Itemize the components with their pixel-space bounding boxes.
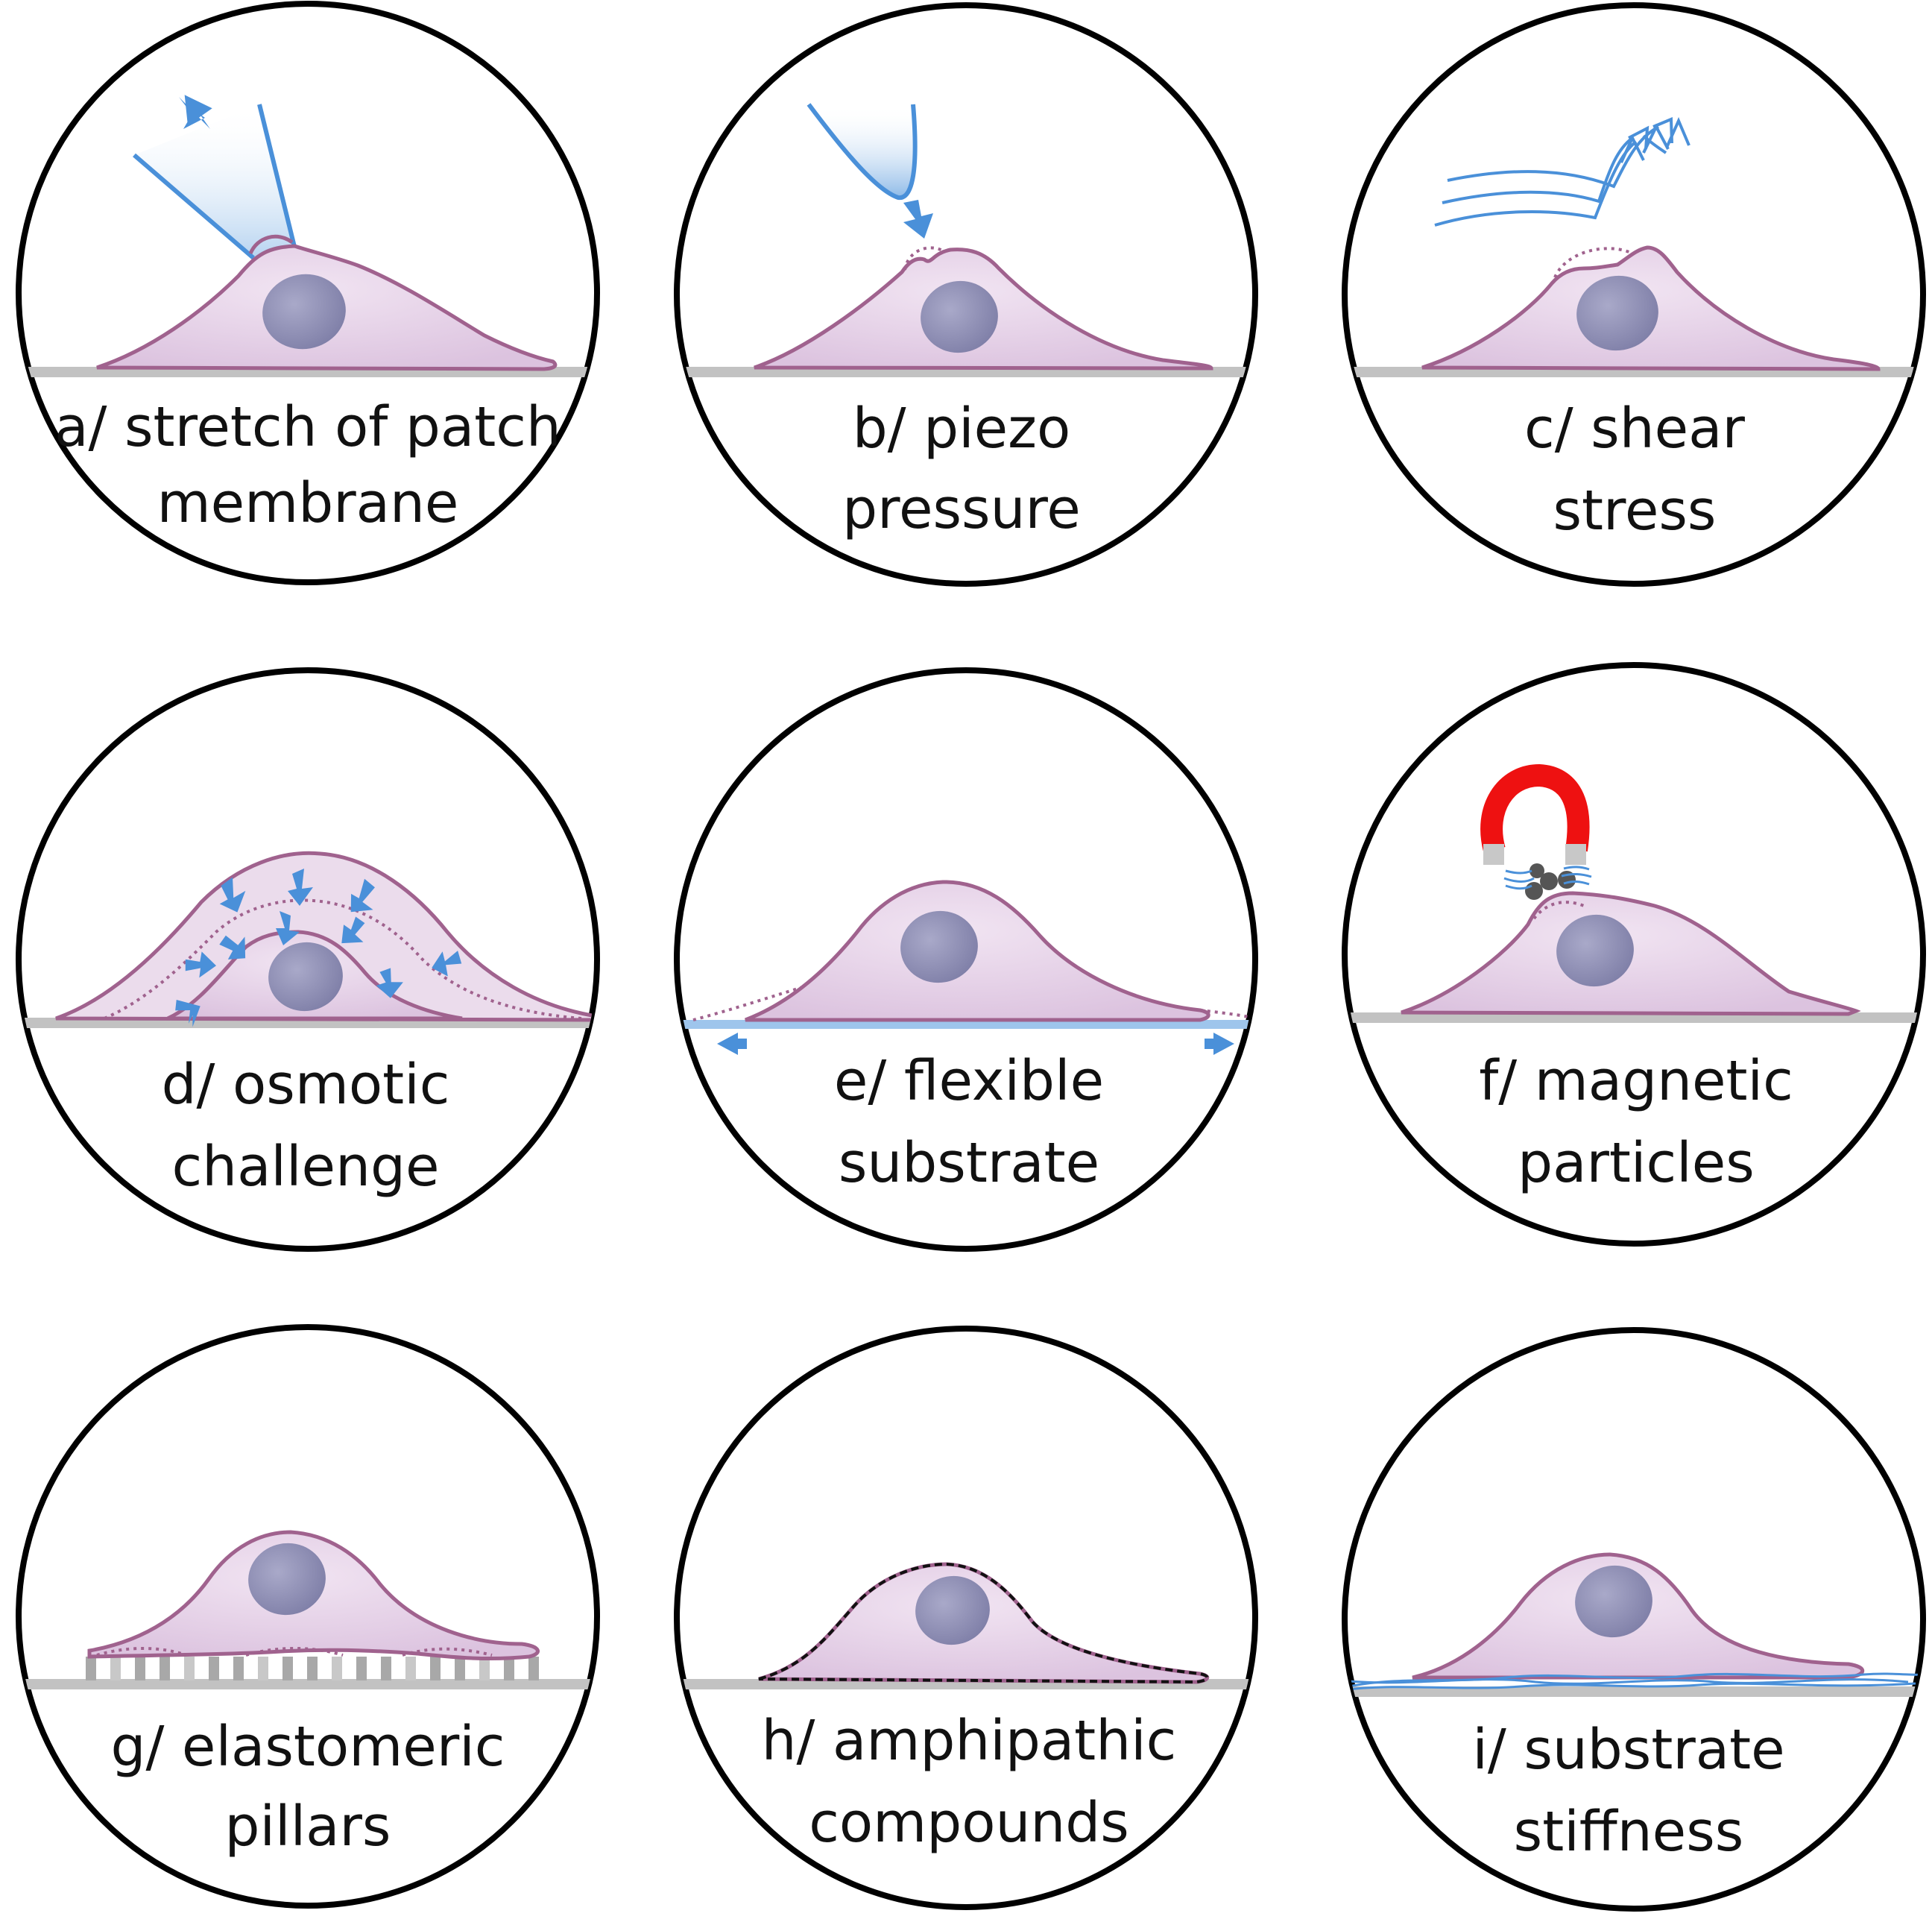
panel-c: c/ shear stress — [1342, 2, 1926, 587]
nucleus — [900, 910, 978, 983]
panel-d-label-line2: challenge — [172, 1135, 440, 1199]
stiffness-fibers — [1348, 1672, 1923, 1691]
pillar — [405, 1657, 416, 1680]
pillar — [233, 1657, 244, 1680]
nucleus — [921, 280, 998, 353]
right-arrow-icon — [1205, 1033, 1234, 1055]
nucleus — [268, 942, 343, 1012]
panel-b: b/ piezo pressure — [674, 2, 1258, 587]
panel-i-label-line1: i/ substrate — [1472, 1718, 1784, 1782]
panel-i-label-line2: stiffness — [1514, 1800, 1744, 1864]
panel-d: d/ osmotic challenge — [16, 667, 600, 1252]
panel-i: i/ substrate stiffness — [1342, 1327, 1926, 1912]
flow-arrowheads — [1620, 116, 1690, 163]
pillar — [479, 1657, 490, 1680]
pillar — [86, 1657, 96, 1680]
pillar — [430, 1657, 441, 1680]
down-arrow-icon — [903, 200, 933, 239]
pillar — [209, 1657, 219, 1680]
panel-f: f/ magnetic particles — [1342, 662, 1926, 1247]
nucleus — [262, 274, 346, 350]
swollen-cell — [55, 851, 597, 1022]
pillar — [356, 1657, 367, 1680]
osmotic-arrows-icon — [175, 869, 462, 1027]
pillar — [184, 1657, 195, 1680]
pillar — [332, 1657, 342, 1680]
panel-b-label-line1: b/ piezo — [853, 397, 1071, 461]
pipette — [134, 104, 295, 257]
panel-a: a/ stretch of patch membrane — [16, 1, 600, 585]
up-arrow-icon — [184, 95, 212, 126]
pillar — [381, 1657, 391, 1680]
panel-c-label-line2: stress — [1553, 479, 1716, 543]
pillar — [135, 1657, 145, 1680]
substrate — [1345, 1686, 1923, 1697]
panel-d-label-line1: d/ osmotic — [162, 1053, 450, 1117]
panel-a-label-line1: a/ stretch of patch — [54, 395, 561, 459]
panel-a-label-line2: membrane — [157, 471, 459, 535]
substrate — [19, 1679, 597, 1689]
panel-f-label-line2: particles — [1518, 1131, 1755, 1195]
nucleus — [1575, 1565, 1652, 1638]
pillar — [110, 1657, 121, 1680]
magnet-icon — [1480, 763, 1590, 865]
panel-h-label-line1: h/ amphipathic — [762, 1709, 1177, 1773]
field-lines-icon — [1503, 866, 1592, 890]
panel-f-label-line1: f/ magnetic — [1479, 1049, 1793, 1113]
nucleus — [1556, 914, 1634, 987]
pillar — [282, 1657, 293, 1680]
panel-e-label-line1: e/ flexible — [834, 1049, 1104, 1113]
panel-h: h/ amphipathic compounds — [674, 1326, 1258, 1910]
nucleus — [248, 1543, 326, 1616]
panel-b-label-line2: pressure — [842, 477, 1081, 541]
flexible-substrate — [677, 1020, 1255, 1029]
panel-g: g/ elastomeric pillars — [16, 1324, 600, 1909]
panel-g-label-line2: pillars — [225, 1795, 391, 1859]
panel-g-label-line1: g/ elastomeric — [111, 1715, 505, 1779]
elastomeric-pillars — [86, 1657, 539, 1680]
pillar — [258, 1657, 268, 1680]
nucleus — [1576, 275, 1658, 351]
piezo-probe — [809, 104, 915, 198]
pillar — [528, 1657, 539, 1680]
left-arrow-icon — [717, 1033, 747, 1055]
pillar — [160, 1657, 170, 1680]
stretched-outline — [692, 983, 813, 1021]
panel-c-label-line1: c/ shear — [1524, 397, 1745, 461]
pillar — [307, 1657, 318, 1680]
panel-h-label-line2: compounds — [809, 1791, 1129, 1855]
amphipathic-layer — [758, 1562, 1209, 1684]
pillar — [504, 1657, 514, 1680]
nucleus — [915, 1575, 990, 1645]
pillar — [455, 1657, 465, 1680]
panel-e: e/ flexible substrate — [674, 667, 1258, 1252]
panel-e-label-line2: substrate — [839, 1131, 1099, 1195]
